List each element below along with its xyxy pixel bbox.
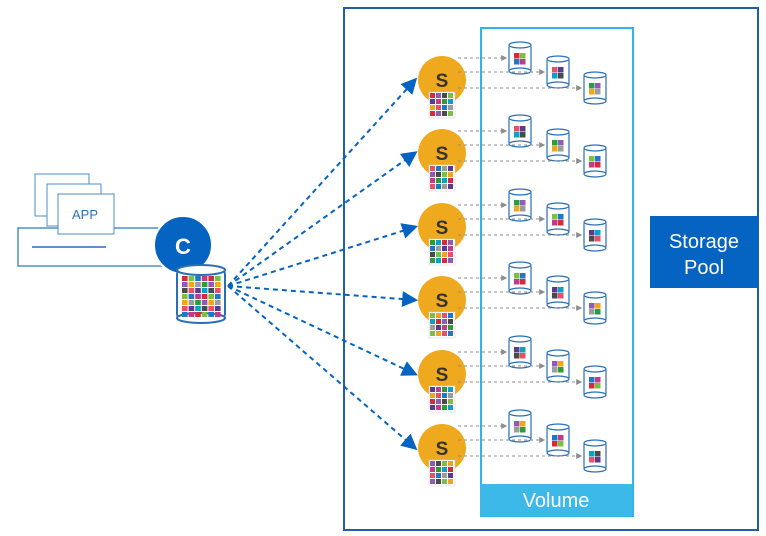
disk-icon — [583, 71, 607, 105]
storage-pool-line2: Pool — [684, 257, 724, 279]
client-to-server-arrow — [227, 223, 419, 287]
disk-icon — [546, 423, 570, 457]
disk-icon — [508, 114, 532, 148]
storage-pool-line1: Storage — [669, 231, 739, 253]
server-node: S — [418, 409, 607, 487]
server-letter: S — [436, 291, 449, 312]
disk-icon — [546, 128, 570, 162]
disk-icon — [546, 349, 570, 383]
server-node: S — [418, 335, 607, 413]
client-to-server-arrow — [227, 285, 419, 308]
client-to-server-arrow — [227, 77, 418, 287]
volume-label-bg — [480, 484, 632, 516]
disk-icon — [546, 55, 570, 89]
storage-pool-box — [650, 216, 758, 288]
disk-icon — [583, 218, 607, 252]
disk-icon — [546, 275, 570, 309]
server-node: S — [418, 114, 607, 192]
volume-label: Volume — [523, 490, 590, 512]
server-letter: S — [436, 365, 449, 386]
disk-icon — [583, 291, 607, 325]
app-label: APP — [72, 207, 98, 222]
disk-icon — [508, 261, 532, 295]
disk-icon — [583, 144, 607, 178]
disk-icon — [583, 439, 607, 473]
server-letter: S — [436, 218, 449, 239]
disk-icon — [508, 409, 532, 443]
server-letter: S — [436, 71, 449, 92]
server-node: S — [418, 188, 607, 266]
disk-icon — [508, 188, 532, 222]
server-letter: S — [436, 439, 449, 460]
client-disk-icon — [176, 264, 226, 324]
disk-icon — [546, 202, 570, 236]
server-node: S — [418, 261, 607, 339]
disk-icon — [583, 365, 607, 399]
disk-icon — [508, 41, 532, 75]
client-to-server-arrow — [227, 151, 418, 287]
server-letter: S — [436, 144, 449, 165]
client-letter: C — [175, 234, 191, 259]
client-to-server-arrow — [227, 285, 418, 376]
server-node: S — [418, 41, 607, 119]
disk-icon — [508, 335, 532, 369]
